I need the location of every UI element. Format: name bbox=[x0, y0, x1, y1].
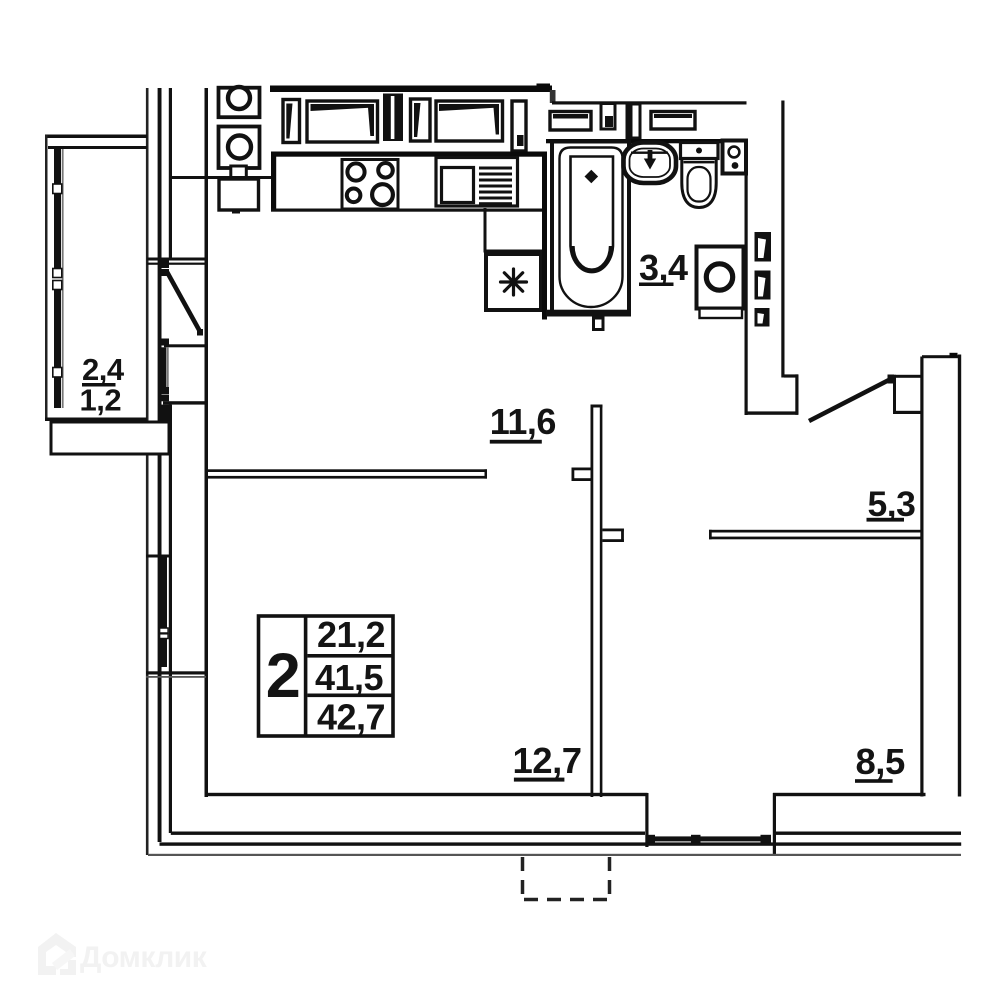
svg-text:41,5: 41,5 bbox=[315, 657, 384, 698]
svg-text:5,3: 5,3 bbox=[868, 484, 916, 524]
svg-text:42,7: 42,7 bbox=[317, 697, 385, 738]
svg-text:2: 2 bbox=[266, 641, 301, 711]
svg-text:12,7: 12,7 bbox=[513, 740, 582, 781]
svg-text:21,2: 21,2 bbox=[317, 614, 385, 655]
svg-text:1,2: 1,2 bbox=[80, 383, 122, 418]
svg-text:2,4: 2,4 bbox=[82, 352, 125, 387]
svg-text:3,4: 3,4 bbox=[639, 247, 688, 288]
svg-text:Домклик: Домклик bbox=[80, 941, 208, 974]
svg-text:11,6: 11,6 bbox=[490, 401, 556, 442]
svg-text:8,5: 8,5 bbox=[856, 741, 905, 782]
